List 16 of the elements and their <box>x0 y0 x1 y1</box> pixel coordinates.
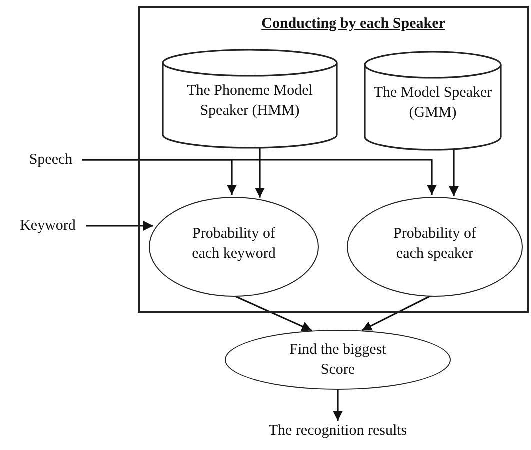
arrow <box>255 146 265 198</box>
group-heading: Conducting by each Speaker <box>260 15 446 34</box>
node-label: Find the biggest Score <box>288 341 388 380</box>
arrow <box>82 159 437 195</box>
arrow <box>86 221 154 231</box>
arrow <box>449 148 459 196</box>
node-label: Probability of each keyword <box>191 225 277 264</box>
group-frame <box>138 6 529 313</box>
node-label: The Model Speaker (GMM) <box>372 84 494 123</box>
node-label: The Phoneme Model Speaker (HMM) <box>186 82 314 121</box>
arrow <box>333 390 343 421</box>
input-label: Keyword <box>19 217 77 236</box>
arrow <box>362 294 434 332</box>
input-label: Speech <box>28 151 74 170</box>
input-label: The recognition results <box>268 422 408 441</box>
node-label: Probability of each speaker <box>392 225 478 264</box>
